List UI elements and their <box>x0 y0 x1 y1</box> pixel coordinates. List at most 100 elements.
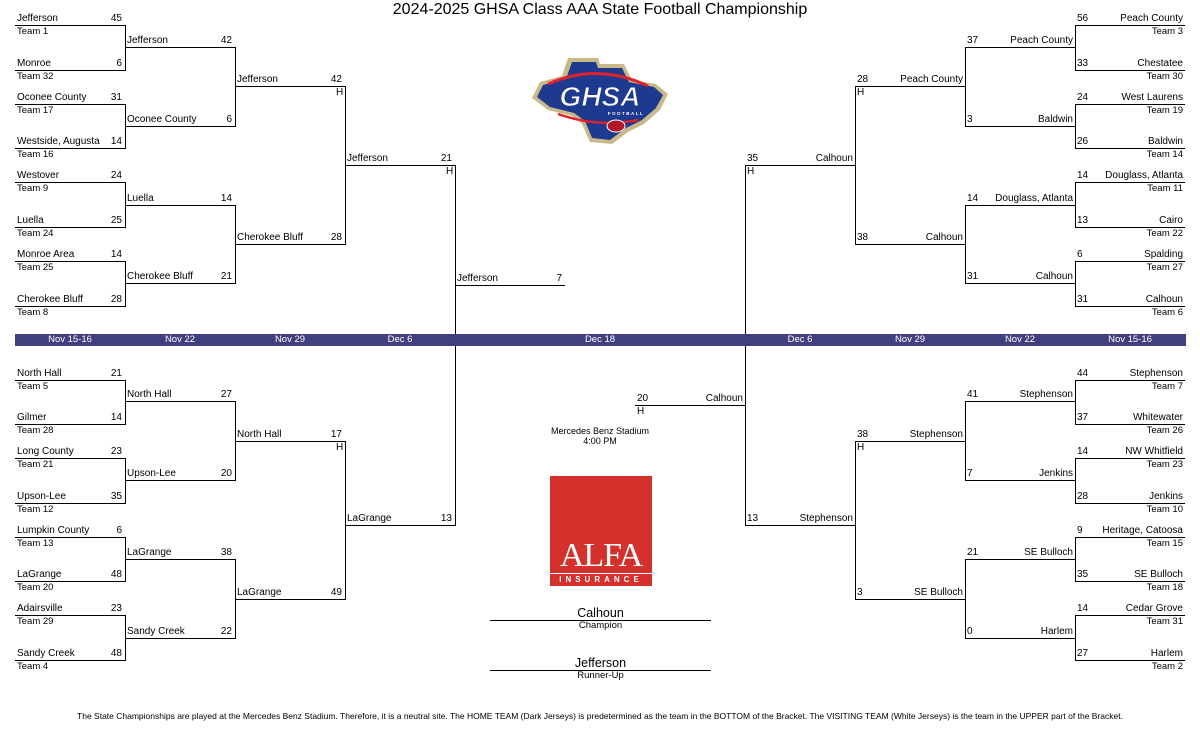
team-score: 31 <box>967 271 979 282</box>
team-score: 24 <box>110 170 122 181</box>
game-time: 4:00 PM <box>583 436 617 446</box>
team-seed: Team 16 <box>17 149 54 160</box>
team-name: Cedar Grove <box>1125 603 1183 614</box>
team-name: Stephenson <box>1019 389 1073 400</box>
bracket-connector <box>965 47 966 127</box>
footer-note: The State Championships are played at th… <box>77 711 1123 721</box>
date-label: Dec 6 <box>387 334 413 345</box>
bracket-connector <box>1075 25 1076 71</box>
team-name: Peach County <box>1120 13 1183 24</box>
team-score: 27 <box>220 389 232 400</box>
team-score: 22 <box>220 626 232 637</box>
team-score: 21 <box>967 547 979 558</box>
svg-text:FOOTBALL: FOOTBALL <box>608 111 645 116</box>
team-score: 35 <box>747 153 759 164</box>
bracket-connector <box>1075 380 1076 425</box>
team-score: 6 <box>1077 249 1083 260</box>
bracket-slot[interactable]: Cherokee Bluff 28 <box>235 232 345 245</box>
team-score: 28 <box>330 232 342 243</box>
team-seed: Team 10 <box>1146 504 1183 515</box>
team-seed: Team 23 <box>1146 459 1183 470</box>
team-name: Cherokee Bluff <box>237 232 303 243</box>
team-name: Whitewater <box>1132 412 1183 423</box>
ghsa-football-logo: GHSA FOOTBALL <box>532 58 668 144</box>
team-score: 24 <box>1077 92 1089 103</box>
team-score: 6 <box>116 525 122 536</box>
team-score: 37 <box>967 35 979 46</box>
team-seed: Team 20 <box>17 582 54 593</box>
team-name: Oconee County <box>127 114 197 125</box>
team-score: 23 <box>110 446 122 457</box>
team-score: 14 <box>110 249 122 260</box>
team-name: Jenkins <box>1039 468 1073 479</box>
team-name: SE Bulloch <box>1134 569 1183 580</box>
team-seed: Team 3 <box>1151 26 1183 37</box>
date-label: Nov 22 <box>164 334 196 345</box>
team-seed: Team 13 <box>17 538 54 549</box>
team-name: Oconee County <box>17 92 87 103</box>
team-name: Peach County <box>900 74 963 85</box>
